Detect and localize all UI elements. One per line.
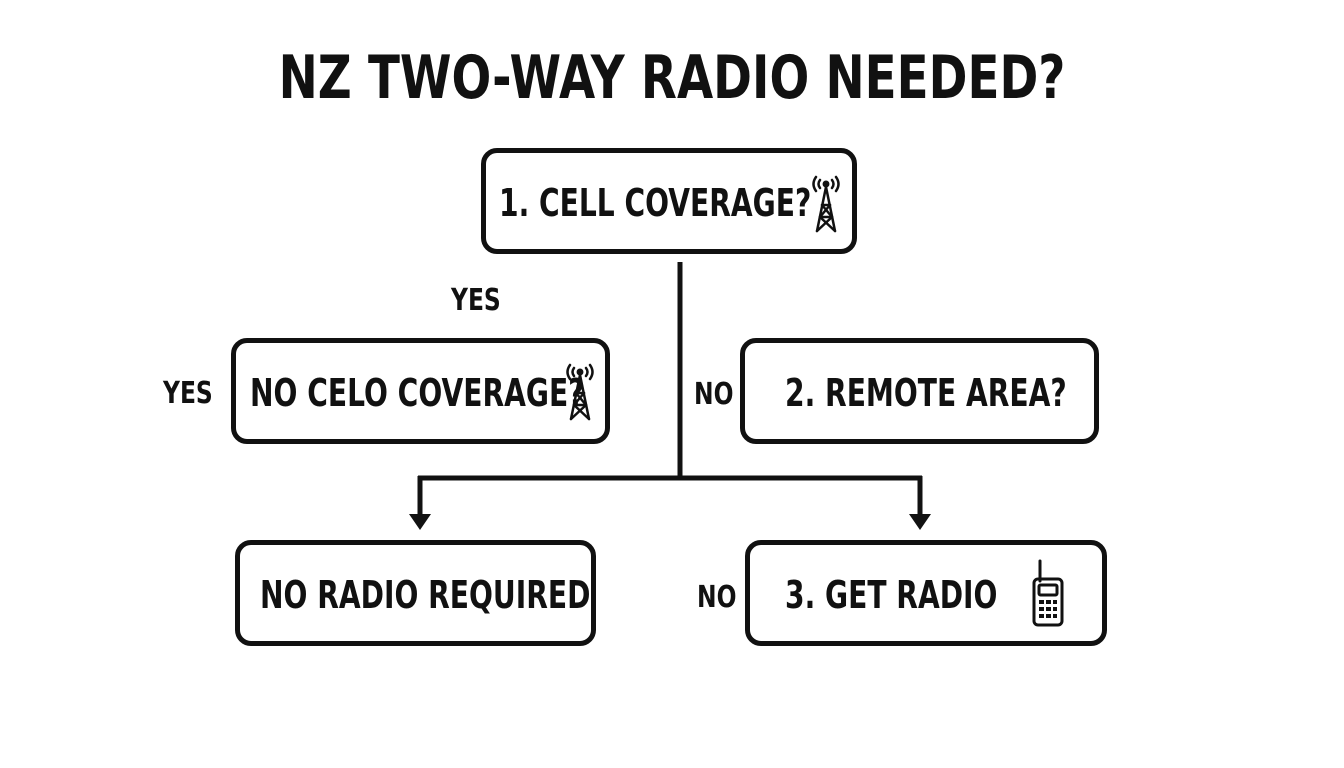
edge-label-no-bottom: NO [697,580,737,615]
page-title: NZ TWO-WAY RADIO NEEDED? [278,43,1066,113]
node-cell-coverage: 1. CELL COVERAGE? [481,148,857,254]
edge-label-no-middle: NO [694,377,734,412]
cell-tower-icon [566,363,594,421]
node-no-celo-coverage: NO CELO COVERAGE? [231,338,610,444]
walkie-talkie-icon [1032,559,1064,627]
node-get-radio-label: 3. GET RADIO [785,573,998,617]
node-remote-area: 2. REMOTE AREA? [740,338,1099,444]
node-no-radio-required-label: NO RADIO REQUIRED [260,573,591,617]
edge-label-yes-left: YES [163,376,213,411]
node-no-celo-coverage-label: NO CELO COVERAGE? [250,371,585,415]
node-cell-coverage-label: 1. CELL COVERAGE? [499,181,812,225]
edge-label-yes-top: YES [451,283,501,318]
node-get-radio: 3. GET RADIO [745,540,1107,646]
cell-tower-icon [812,175,840,233]
arrowhead-left [409,514,431,530]
arrowhead-right [909,514,931,530]
node-remote-area-label: 2. REMOTE AREA? [785,371,1067,415]
node-no-radio-required: NO RADIO REQUIRED [235,540,596,646]
